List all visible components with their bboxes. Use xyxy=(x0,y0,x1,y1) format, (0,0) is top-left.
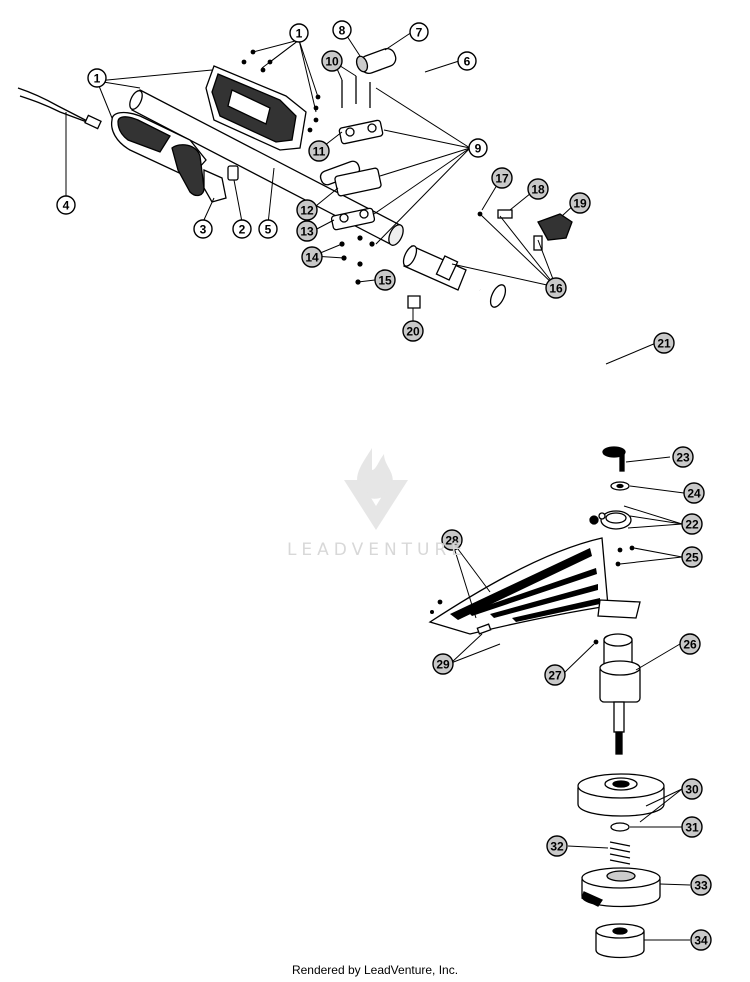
callout-14: 14 xyxy=(301,246,323,268)
svg-text:21: 21 xyxy=(657,337,671,351)
main-shaft xyxy=(129,89,404,246)
callout-6: 6 xyxy=(457,51,477,71)
svg-text:8: 8 xyxy=(339,24,346,38)
drive-shaft-tip xyxy=(610,454,630,491)
watermark-brand: LEADVENTURE xyxy=(286,540,468,560)
callout-32: 32 xyxy=(546,835,568,857)
callout-19: 19 xyxy=(569,192,591,214)
svg-text:24: 24 xyxy=(687,487,701,501)
svg-text:5: 5 xyxy=(265,223,272,237)
svg-text:20: 20 xyxy=(406,325,420,339)
svg-text:27: 27 xyxy=(548,669,562,683)
svg-text:16: 16 xyxy=(549,282,563,296)
svg-text:31: 31 xyxy=(685,821,699,835)
callout-11: 11 xyxy=(308,140,330,162)
shaft-coupler xyxy=(402,209,573,309)
svg-text:25: 25 xyxy=(685,551,699,565)
clamp-collar xyxy=(589,510,632,530)
callout-24: 24 xyxy=(683,482,705,504)
svg-text:10: 10 xyxy=(325,55,339,69)
callout-2: 2 xyxy=(232,219,252,239)
svg-text:22: 22 xyxy=(685,518,699,532)
svg-text:26: 26 xyxy=(683,638,697,652)
callout-33: 33 xyxy=(690,874,712,896)
grass-shield xyxy=(428,537,641,635)
callout-5: 5 xyxy=(258,219,278,239)
svg-text:34: 34 xyxy=(694,934,708,948)
svg-text:14: 14 xyxy=(305,251,319,265)
nuts-washers xyxy=(339,235,375,285)
svg-text:1: 1 xyxy=(296,27,303,41)
handle-housing xyxy=(205,65,307,151)
svg-text:13: 13 xyxy=(300,225,314,239)
svg-text:17: 17 xyxy=(495,172,509,186)
svg-text:1: 1 xyxy=(94,72,101,86)
trimmer-spool xyxy=(581,867,661,908)
spool-housing xyxy=(577,773,665,817)
callout-16: 16 xyxy=(545,277,567,299)
svg-text:28: 28 xyxy=(445,534,459,548)
callout-1-top: 1 xyxy=(289,23,309,43)
washer-spring xyxy=(609,822,631,865)
callout-28: 28 xyxy=(441,529,463,551)
callouts: 1 1 2 3 4 5 6 7 8 9 10 11 12 13 14 15 16… xyxy=(56,20,712,951)
callout-4: 4 xyxy=(56,195,76,215)
callout-13: 13 xyxy=(296,220,318,242)
callout-25: 25 xyxy=(681,546,703,568)
callout-27: 27 xyxy=(544,664,566,686)
svg-text:32: 32 xyxy=(550,840,564,854)
callout-20: 20 xyxy=(402,320,424,342)
svg-text:6: 6 xyxy=(464,55,471,69)
callout-3: 3 xyxy=(193,219,213,239)
callout-10: 10 xyxy=(321,50,343,72)
callout-30: 30 xyxy=(681,778,703,800)
svg-text:30: 30 xyxy=(685,783,699,797)
svg-text:7: 7 xyxy=(416,26,423,40)
throttle-cable xyxy=(17,87,102,130)
svg-text:11: 11 xyxy=(313,145,326,159)
footer-credit: Rendered by LeadVenture, Inc. xyxy=(291,963,459,977)
svg-text:9: 9 xyxy=(475,142,482,156)
callout-9: 9 xyxy=(468,138,488,158)
svg-text:12: 12 xyxy=(300,204,314,218)
callout-34: 34 xyxy=(690,929,712,951)
svg-text:33: 33 xyxy=(694,879,708,893)
callout-8: 8 xyxy=(332,20,352,40)
callout-17: 17 xyxy=(491,167,513,189)
callout-15: 15 xyxy=(374,269,396,291)
shield-screws xyxy=(593,545,635,645)
svg-text:4: 4 xyxy=(63,199,70,213)
callout-21: 21 xyxy=(653,332,675,354)
callout-31: 31 xyxy=(681,816,703,838)
handle-bolts xyxy=(341,76,371,108)
loop-handle xyxy=(319,47,435,186)
lower-shaft xyxy=(475,280,626,458)
callout-26: 26 xyxy=(679,633,701,655)
svg-text:23: 23 xyxy=(676,451,690,465)
leader-lines xyxy=(65,31,691,941)
svg-text:19: 19 xyxy=(573,197,587,211)
svg-text:29: 29 xyxy=(436,658,450,672)
callout-29: 29 xyxy=(432,653,454,675)
gear-head xyxy=(599,633,641,755)
leadventure-watermark-logo xyxy=(344,448,408,530)
rear-handle xyxy=(110,111,239,203)
handle-clamps xyxy=(330,119,384,231)
callout-23: 23 xyxy=(672,446,694,468)
bump-knob xyxy=(595,923,645,959)
callout-22: 22 xyxy=(681,513,703,535)
svg-text:2: 2 xyxy=(239,223,246,237)
callout-1-left: 1 xyxy=(87,68,107,88)
svg-text:15: 15 xyxy=(378,274,392,288)
parts-illustration xyxy=(17,47,665,959)
callout-12: 12 xyxy=(296,199,318,221)
callout-7: 7 xyxy=(409,22,429,42)
svg-text:18: 18 xyxy=(531,183,545,197)
callout-18: 18 xyxy=(527,178,549,200)
svg-text:3: 3 xyxy=(200,223,207,237)
